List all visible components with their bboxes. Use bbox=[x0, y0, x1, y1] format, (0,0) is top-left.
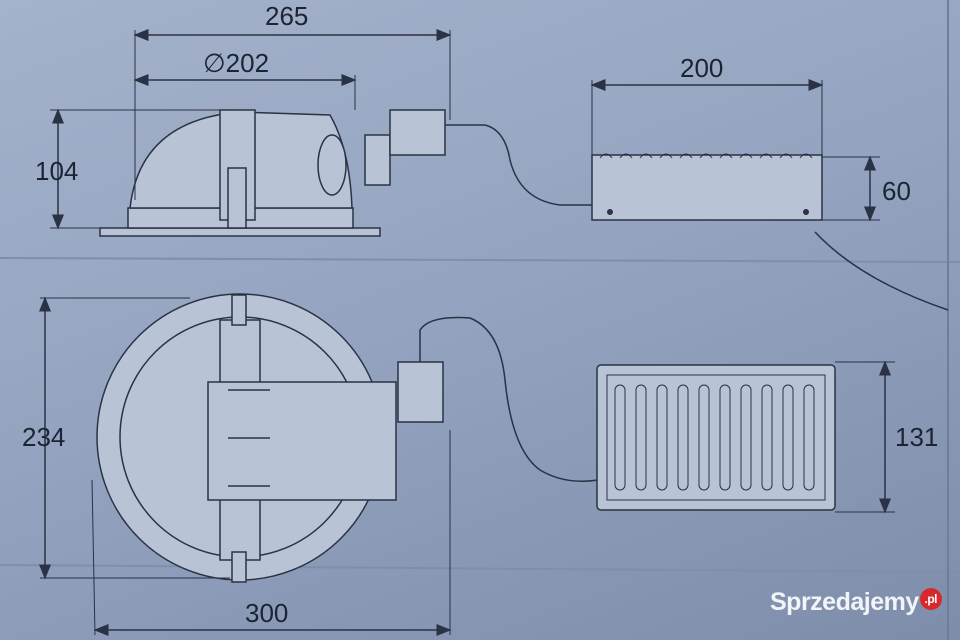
dim-diameter-202: ∅202 bbox=[203, 48, 269, 78]
paper-fold bbox=[0, 564, 960, 573]
dim-300: 300 bbox=[245, 598, 288, 628]
dim-234: 234 bbox=[22, 422, 65, 452]
dim-265: 265 bbox=[265, 1, 308, 31]
driver-top-view bbox=[596, 364, 836, 511]
dim-131: 131 bbox=[895, 422, 938, 452]
dim-104: 104 bbox=[35, 156, 78, 186]
watermark-logo: Sprzedajemy.pl bbox=[770, 588, 942, 617]
front-view-downlight bbox=[96, 293, 599, 583]
side-view-downlight bbox=[99, 109, 595, 237]
paper-fold bbox=[0, 257, 960, 263]
driver-side-view bbox=[591, 153, 823, 221]
dim-60: 60 bbox=[882, 176, 911, 206]
dim-200: 200 bbox=[680, 53, 723, 83]
